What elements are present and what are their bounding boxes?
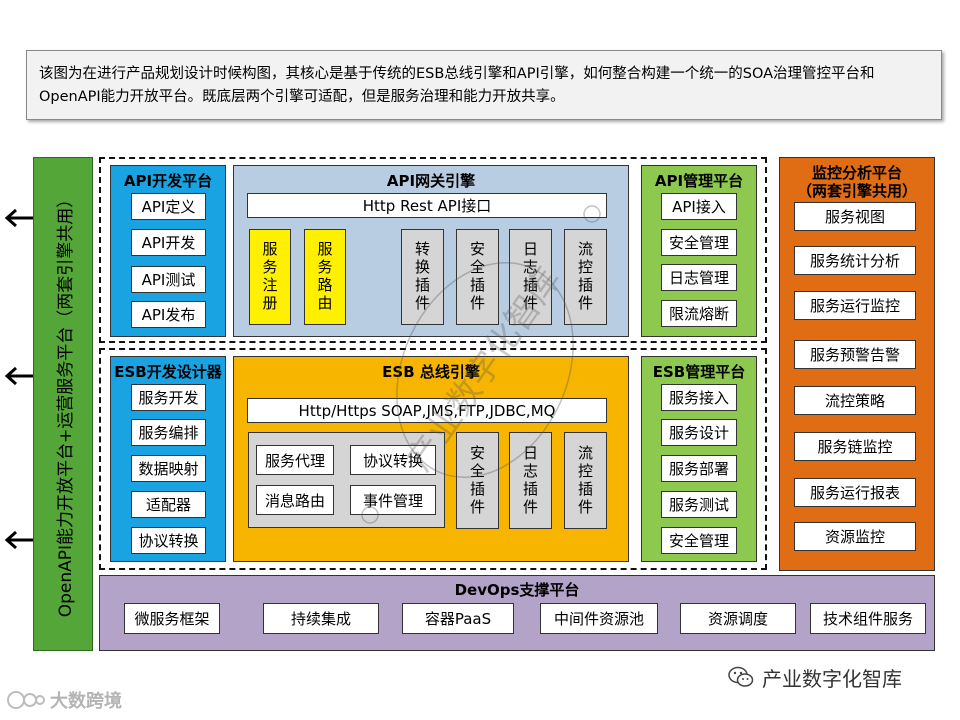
api-dev-item-define[interactable]: API定义	[131, 193, 206, 220]
esb-dev-title: ESB开发设计器	[114, 363, 222, 381]
openapi-platform-label: OpenAPI能力开放平台+运营服务平台（两套引擎共用）	[55, 190, 76, 618]
esb-dev-item-protocol[interactable]: 协议转换	[131, 527, 206, 554]
esb-bus-message-routing[interactable]: 消息路由	[256, 485, 334, 515]
esb-dev-item-develop[interactable]: 服务开发	[131, 384, 206, 411]
watermark-bottom-left: 大数跨境	[6, 686, 122, 714]
monitor-item-report[interactable]: 服务运行报表	[794, 478, 916, 507]
devops-platform: DevOps支撑平台 微服务框架 持续集成 容器PaaS 中间件资源池 资源调度…	[99, 575, 935, 651]
note-text: 该图为在进行产品规划设计时候构图，其核心是基于传统的ESB总线引擎和API引擎，…	[39, 66, 875, 105]
api-dev-item-test[interactable]: API测试	[131, 266, 206, 293]
left-arrow-icon	[4, 208, 33, 228]
esb-bus-plugin-log[interactable]: 日志插件	[509, 432, 552, 529]
logo-icon	[7, 691, 45, 709]
left-arrows	[4, 208, 33, 550]
esb-mgmt-platform: ESB管理平台 服务接入 服务设计 服务部署 服务测试 安全管理	[641, 356, 757, 562]
api-mgmt-platform: API管理平台 API接入 安全管理 日志管理 限流熔断	[641, 165, 757, 337]
monitor-item-flow-policy[interactable]: 流控策略	[794, 386, 916, 415]
esb-bus-engine: ESB 总线引擎 Http/Https SOAP,JMS,FTP,JDBC,MQ…	[233, 356, 629, 562]
api-gateway-service-registry[interactable]: 服务注册	[249, 229, 291, 325]
esb-bus-interface[interactable]: Http/Https SOAP,JMS,FTP,JDBC,MQ	[247, 398, 607, 423]
monitor-item-service-view[interactable]: 服务视图	[794, 202, 916, 231]
monitor-platform: 监控分析平台 （两套引擎共用） 服务视图 服务统计分析 服务运行监控 服务预警告…	[779, 157, 935, 571]
wechat-icon	[728, 666, 754, 687]
devops-item-middleware[interactable]: 中间件资源池	[540, 603, 658, 634]
monitor-item-resource[interactable]: 资源监控	[794, 522, 916, 551]
esb-bus-plugin-security[interactable]: 安全插件	[456, 432, 499, 529]
devops-item-ci[interactable]: 持续集成	[263, 603, 379, 634]
esb-mgmt-item-design[interactable]: 服务设计	[661, 419, 737, 446]
esb-dev-item-mapping[interactable]: 数据映射	[131, 455, 206, 482]
esb-bus-service-proxy[interactable]: 服务代理	[256, 445, 334, 475]
openapi-platform-bar: OpenAPI能力开放平台+运营服务平台（两套引擎共用）	[33, 157, 93, 651]
esb-bus-protocol-convert[interactable]: 协议转换	[350, 445, 436, 475]
monitor-item-stats[interactable]: 服务统计分析	[794, 246, 916, 275]
monitor-title: 监控分析平台	[811, 164, 902, 182]
api-gateway-engine: API网关引擎 Http Rest API接口 服务注册 服务路由 转换插件 安…	[233, 165, 629, 337]
api-gateway-title: API网关引擎	[386, 172, 476, 190]
api-mgmt-item-security[interactable]: 安全管理	[661, 229, 737, 256]
left-arrow-icon	[4, 530, 33, 550]
api-dev-title: API开发平台	[123, 172, 213, 190]
api-gateway-plugin-log[interactable]: 日志插件	[509, 229, 552, 325]
esb-dev-designer: ESB开发设计器 服务开发 服务编排 数据映射 适配器 协议转换	[110, 356, 226, 562]
esb-dev-item-adapter[interactable]: 适配器	[131, 491, 206, 518]
esb-mgmt-item-security[interactable]: 安全管理	[661, 527, 737, 554]
devops-item-components[interactable]: 技术组件服务	[810, 603, 926, 634]
api-gateway-plugin-security[interactable]: 安全插件	[456, 229, 499, 325]
api-gateway-service-routing[interactable]: 服务路由	[304, 229, 346, 325]
monitor-item-chain[interactable]: 服务链监控	[794, 432, 916, 461]
note-box: 该图为在进行产品规划设计时候构图，其核心是基于传统的ESB总线引擎和API引擎，…	[26, 50, 942, 120]
api-mgmt-item-log[interactable]: 日志管理	[661, 264, 737, 291]
api-dev-item-publish[interactable]: API发布	[131, 301, 206, 328]
monitor-subtitle: （两套引擎共用）	[796, 182, 917, 200]
api-gateway-plugin-transform[interactable]: 转换插件	[401, 229, 444, 325]
api-gateway-interface[interactable]: Http Rest API接口	[247, 193, 607, 218]
api-mgmt-item-access[interactable]: API接入	[661, 193, 737, 220]
api-mgmt-title: API管理平台	[654, 172, 744, 190]
esb-bus-core-group: 服务代理 协议转换 消息路由 事件管理	[248, 432, 445, 528]
monitor-item-alert[interactable]: 服务预警告警	[794, 340, 916, 369]
esb-bus-event-mgmt[interactable]: 事件管理	[350, 485, 436, 515]
esb-layer-frame	[99, 348, 767, 570]
api-layer-frame	[99, 157, 767, 343]
api-gateway-plugin-flow[interactable]: 流控插件	[564, 229, 607, 325]
esb-bus-title: ESB 总线引擎	[382, 363, 480, 381]
esb-mgmt-item-access[interactable]: 服务接入	[661, 384, 737, 411]
devops-item-scheduling[interactable]: 资源调度	[680, 603, 796, 634]
devops-title: DevOps支撑平台	[454, 581, 580, 599]
left-arrow-icon	[4, 366, 33, 386]
api-dev-item-develop[interactable]: API开发	[131, 229, 206, 256]
esb-mgmt-title: ESB管理平台	[652, 363, 746, 381]
esb-dev-item-orchestrate[interactable]: 服务编排	[131, 419, 206, 446]
esb-bus-plugin-flow[interactable]: 流控插件	[564, 432, 607, 529]
api-mgmt-item-ratelimit[interactable]: 限流熔断	[661, 300, 737, 327]
devops-item-microservice[interactable]: 微服务框架	[124, 603, 220, 634]
watermark-bottom-left-text: 大数跨境	[50, 691, 122, 712]
watermark-bottom-right-text: 产业数字化智库	[762, 666, 902, 691]
watermark-bottom-right: 产业数字化智库	[728, 662, 902, 692]
monitor-item-runtime[interactable]: 服务运行监控	[794, 291, 916, 320]
esb-mgmt-item-deploy[interactable]: 服务部署	[661, 455, 737, 482]
devops-item-paas[interactable]: 容器PaaS	[402, 603, 514, 634]
esb-mgmt-item-test[interactable]: 服务测试	[661, 491, 737, 518]
api-dev-platform: API开发平台 API定义 API开发 API测试 API发布	[110, 165, 226, 337]
